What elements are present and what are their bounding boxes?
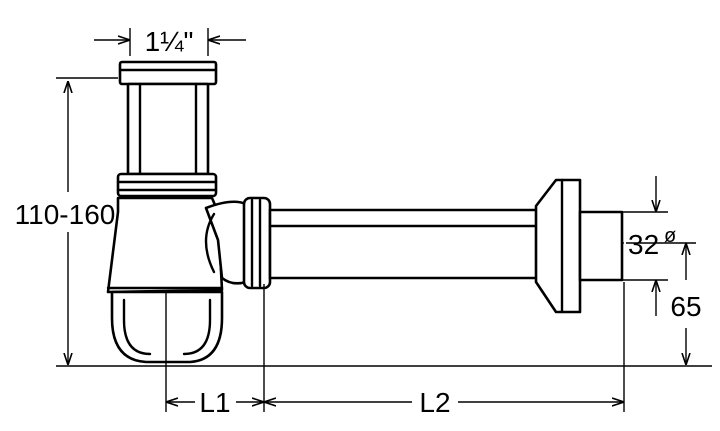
outlet-height-label: 65 [670, 291, 701, 322]
outlet-diameter-dimension: 32 ø [622, 176, 676, 316]
length-2-label: L2 [419, 387, 450, 418]
wall-pipe-stub [578, 210, 624, 282]
length-1-label: L1 [199, 387, 230, 418]
inlet-thread-label: 1¼" [145, 26, 194, 57]
inlet-pipe [116, 60, 218, 198]
diameter-symbol: ø [664, 225, 676, 247]
inlet-thread-dimension: 1¼" [94, 26, 246, 57]
outlet-pipe [268, 208, 552, 280]
length-dimensions: L1 L2 [165, 282, 625, 418]
outlet-height-dimension: 65 [626, 242, 702, 364]
trap-body [106, 196, 248, 364]
height-range-label: 110-160 [15, 199, 116, 230]
outlet-nut [242, 196, 272, 290]
height-dimension: 110-160 [15, 77, 118, 364]
wall-rosette [534, 178, 582, 314]
outlet-diameter-label: 32 [628, 229, 659, 260]
